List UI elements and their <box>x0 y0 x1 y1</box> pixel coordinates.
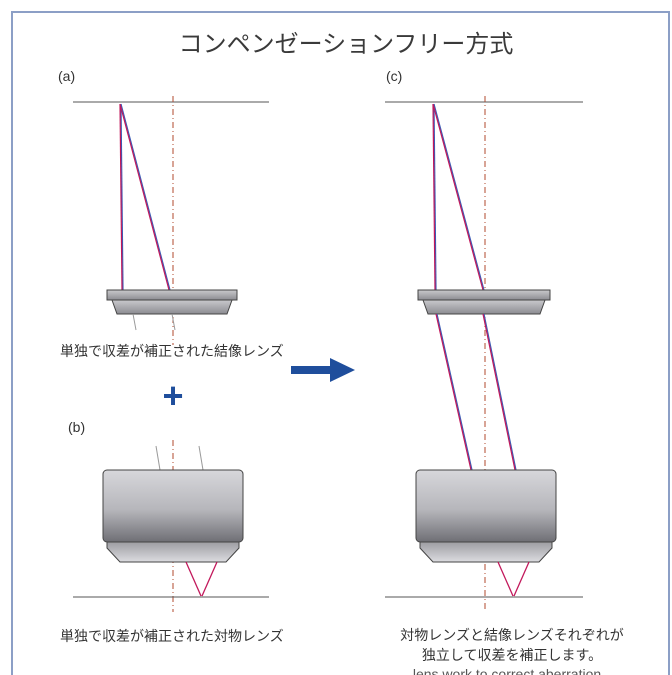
label-a: (a) <box>58 68 75 84</box>
panel-c: (c) 対物レンズと結像レンズそれぞれが 独立して収差を補正します。 lens … <box>385 68 624 675</box>
ray-incoming <box>155 445 161 471</box>
caption-c-line3-clipped: lens work to correct aberration <box>413 666 601 675</box>
ray-continuation <box>132 313 137 331</box>
panel-a: (a) 単独で収差が補正された結像レンズ <box>58 68 284 359</box>
ray <box>432 103 484 291</box>
ray <box>435 313 472 471</box>
objective-lens-tip <box>106 541 240 563</box>
ray <box>185 561 202 597</box>
ray <box>432 103 436 291</box>
diagram-title: コンペンゼーションフリー方式 <box>179 31 514 58</box>
ray <box>120 103 124 291</box>
ray <box>433 103 485 291</box>
plus-icon: + <box>162 375 183 416</box>
ray-incoming <box>198 445 204 471</box>
label-b: (b) <box>68 419 85 435</box>
tube-lens-body <box>111 299 233 315</box>
panel-b: (b) 単独で収差が補正された対物レンズ <box>60 419 284 644</box>
ray <box>513 561 530 597</box>
ray <box>482 313 516 471</box>
label-c: (c) <box>386 68 402 84</box>
tube-lens-plate <box>417 289 551 301</box>
tube-lens-plate <box>106 289 238 301</box>
caption-c-line1: 対物レンズと結像レンズそれぞれが <box>400 627 623 643</box>
caption-a: 単独で収差が補正された結像レンズ <box>60 343 284 359</box>
ray <box>201 561 218 597</box>
ray <box>436 313 473 471</box>
objective-lens-tip <box>419 541 553 563</box>
ray <box>433 103 437 291</box>
ray <box>120 103 171 291</box>
objective-lens-body <box>102 469 244 543</box>
caption-b: 単独で収差が補正された対物レンズ <box>60 628 284 644</box>
ray <box>119 103 123 291</box>
objective-lens-body <box>415 469 557 543</box>
ray <box>119 103 170 291</box>
arrow-right-icon <box>291 358 355 382</box>
ray-continuation <box>171 313 176 331</box>
ray <box>497 561 514 597</box>
ray <box>483 313 517 471</box>
caption-c-line2: 独立して収差を補正します。 <box>422 647 602 663</box>
tube-lens-body <box>422 299 546 315</box>
